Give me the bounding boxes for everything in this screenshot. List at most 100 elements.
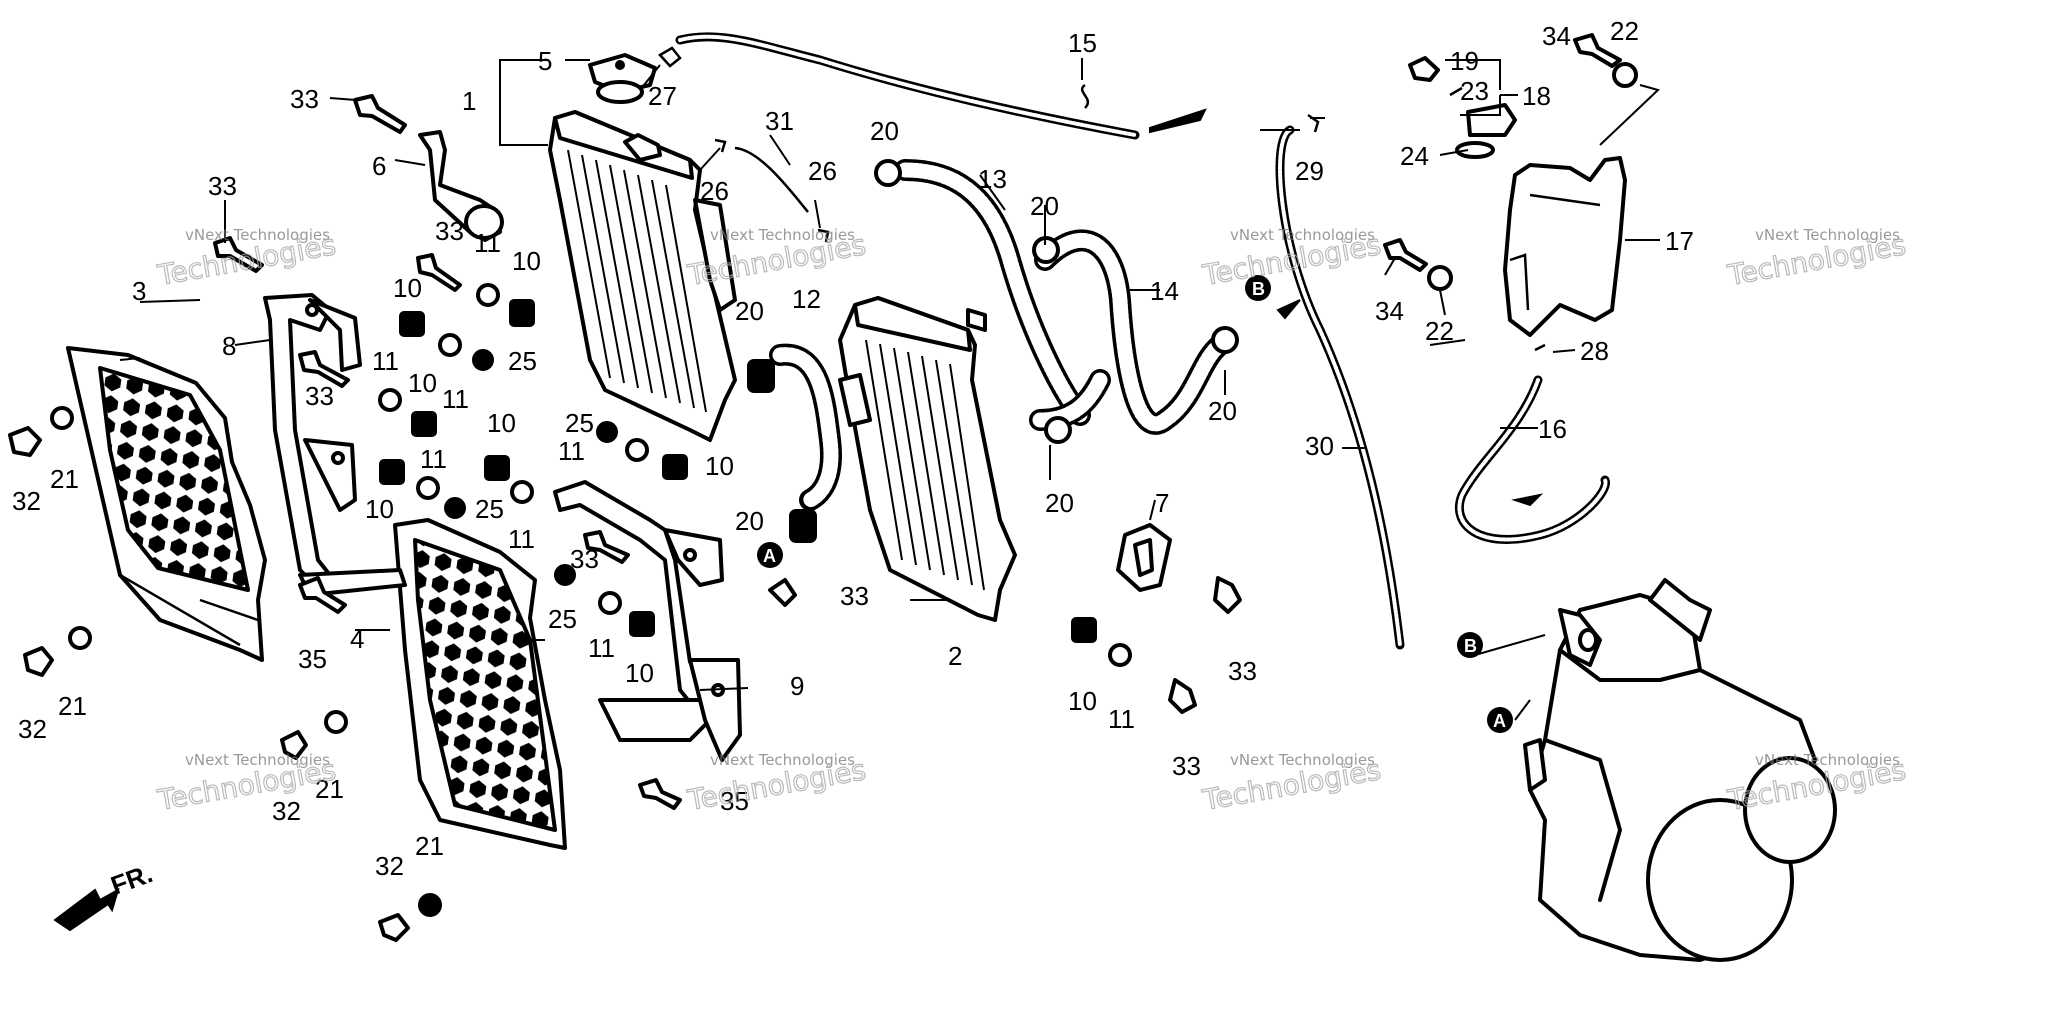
callout-21: 21 [415, 831, 444, 861]
callout-33: 33 [290, 84, 319, 114]
callout-2: 2 [948, 641, 962, 671]
callout-21: 21 [58, 691, 87, 721]
callout-25: 25 [565, 408, 594, 438]
callout-12: 12 [792, 284, 821, 314]
callout-20: 20 [735, 506, 764, 536]
engine-cylinder [1523, 578, 1837, 962]
callout-25: 25 [548, 604, 577, 634]
svg-text:vNext Technologies: vNext Technologies [1230, 751, 1375, 769]
svg-text:vNext Technologies: vNext Technologies [1755, 751, 1900, 769]
callout-11: 11 [442, 384, 469, 414]
callout-10: 10 [512, 246, 541, 276]
stay-6 [418, 130, 504, 242]
callout-34: 34 [1542, 21, 1571, 51]
callout-33: 33 [1228, 656, 1257, 686]
callout-32: 32 [12, 486, 41, 516]
callout-1: 1 [462, 86, 476, 116]
callout-19: 19 [1450, 46, 1479, 76]
callout-32: 32 [375, 851, 404, 881]
callout-29: 29 [1295, 156, 1324, 186]
hose-12 [769, 343, 842, 511]
callout-35: 35 [298, 644, 327, 674]
svg-text:vNext Technologies: vNext Technologies [1755, 226, 1900, 244]
callout-20: 20 [1208, 396, 1237, 426]
callout-20: 20 [1045, 488, 1074, 518]
callout-4: 4 [350, 624, 364, 654]
callout-26: 26 [700, 176, 729, 206]
callout-22: 22 [1610, 16, 1639, 46]
leader-lines [119, 58, 1660, 721]
svg-text:B: B [1252, 279, 1265, 299]
marker-b-engine: B [1457, 632, 1483, 658]
callout-25: 25 [475, 494, 504, 524]
callout-33: 33 [435, 216, 464, 246]
callout-11: 11 [558, 436, 585, 466]
callout-10: 10 [625, 658, 654, 688]
radiator-lower [838, 296, 1017, 622]
front-direction-arrow: FR. [53, 858, 157, 932]
marker-a-engine: A [1487, 707, 1513, 733]
callout-20: 20 [870, 116, 899, 146]
callout-25: 25 [508, 346, 537, 376]
callout-11: 11 [372, 346, 399, 376]
callout-18: 18 [1522, 81, 1551, 111]
overflow-tube-upper [675, 32, 1140, 140]
callout-32: 32 [272, 796, 301, 826]
callout-11: 11 [474, 228, 501, 258]
callout-10: 10 [365, 494, 394, 524]
flow-arrow-tube [1511, 493, 1544, 507]
tube-31 [734, 146, 809, 213]
callout-32: 32 [18, 714, 47, 744]
callout-17: 17 [1665, 226, 1694, 256]
callout-22: 22 [1425, 316, 1454, 346]
callout-33: 33 [208, 171, 237, 201]
callout-21: 21 [315, 774, 344, 804]
breather-tube-16 [1454, 375, 1610, 544]
svg-text:vNext Technologies: vNext Technologies [185, 751, 330, 769]
callout-7: 7 [1155, 488, 1169, 518]
callout-20: 20 [1030, 191, 1059, 221]
callout-33: 33 [305, 381, 334, 411]
callout-6: 6 [372, 151, 386, 181]
callout-28: 28 [1580, 336, 1609, 366]
hardware [8, 33, 1638, 942]
callout-30: 30 [1305, 431, 1334, 461]
svg-text:B: B [1464, 636, 1477, 656]
callout-labels: 1 2 3 4 5 6 7 8 9 10 10 10 10 10 10 10 1… [12, 16, 1694, 881]
radiator-upper [548, 110, 737, 442]
radiator-cap [588, 53, 657, 104]
callout-10: 10 [408, 368, 437, 398]
radiator-shroud-left [66, 346, 267, 662]
callout-5: 5 [538, 46, 552, 76]
overflow-tube-30 [1275, 125, 1405, 650]
callout-8: 8 [222, 331, 236, 361]
radiator-bracket-left [263, 293, 407, 597]
callout-21: 21 [50, 464, 79, 494]
front-direction-label: FR. [107, 858, 157, 901]
callout-27: 27 [648, 81, 677, 111]
callout-33: 33 [840, 581, 869, 611]
callout-10: 10 [1068, 686, 1097, 716]
callout-11: 11 [588, 633, 615, 663]
callout-11: 11 [420, 444, 447, 474]
callout-23: 23 [1460, 76, 1489, 106]
callout-11: 11 [508, 524, 535, 554]
callout-3: 3 [132, 276, 146, 306]
callout-35: 35 [720, 786, 749, 816]
callout-9: 9 [790, 671, 804, 701]
callout-26: 26 [808, 156, 837, 186]
svg-text:vNext Technologies: vNext Technologies [1230, 226, 1375, 244]
hose-13 [894, 159, 1091, 426]
svg-text:vNext Technologies: vNext Technologies [710, 226, 855, 244]
radiator-shroud-right [393, 518, 567, 850]
callout-13: 13 [978, 164, 1007, 194]
hose-14 [1034, 229, 1231, 435]
callout-11: 11 [1108, 704, 1135, 734]
callout-10: 10 [393, 273, 422, 303]
svg-text:A: A [1493, 711, 1506, 731]
callout-10: 10 [705, 451, 734, 481]
marker-a-top: A [757, 542, 783, 568]
callout-20: 20 [735, 296, 764, 326]
svg-text:A: A [763, 546, 776, 566]
